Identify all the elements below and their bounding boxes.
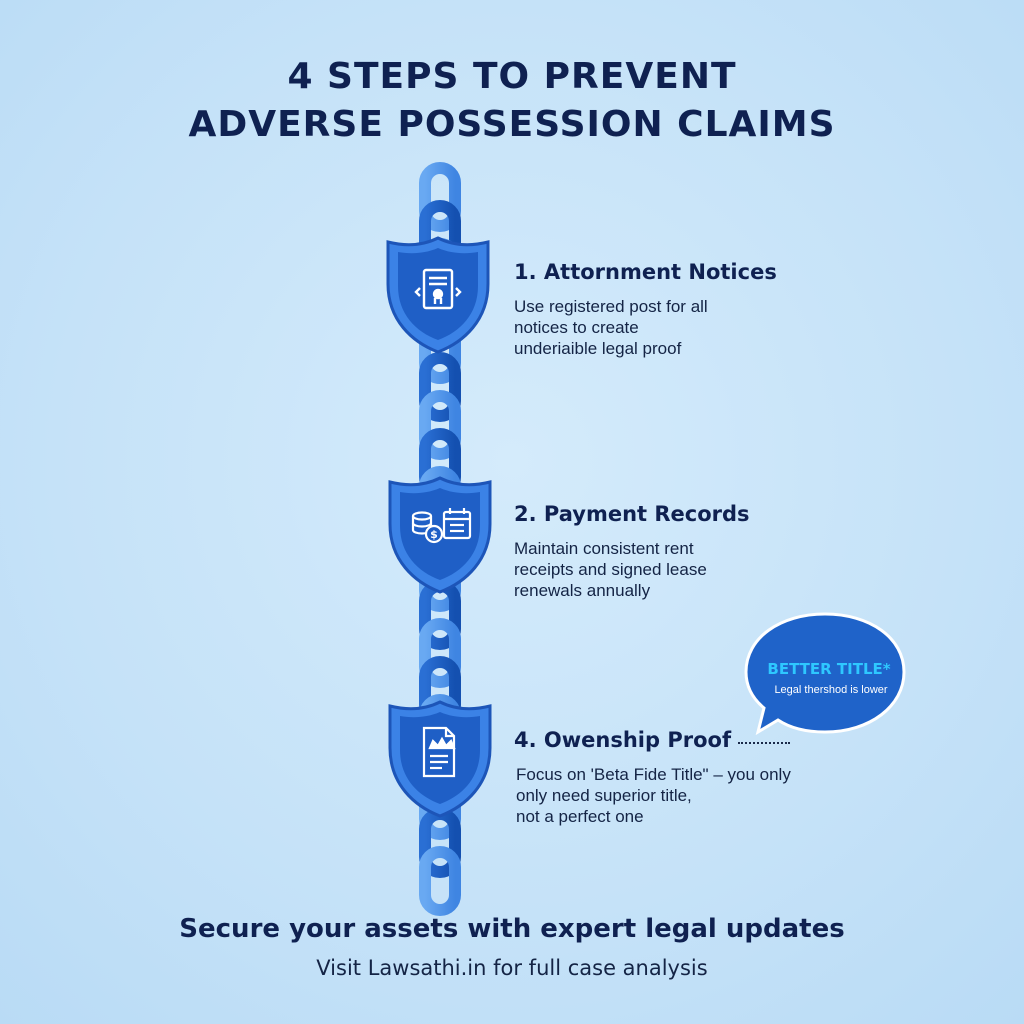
chain-link	[419, 352, 461, 422]
crown-document-icon	[422, 726, 456, 778]
chain-link	[419, 162, 461, 232]
step-2-description: Maintain consistent rent receipts and si…	[514, 538, 707, 601]
step-2-desc-line-1: Maintain consistent rent	[514, 539, 694, 558]
step-1-shield	[386, 236, 490, 354]
callout-leader-line	[738, 742, 790, 746]
step-2-desc-line-3: renewals annually	[514, 581, 651, 600]
svg-text:$: $	[430, 528, 438, 541]
step-1-description: Use registered post for all notices to c…	[514, 296, 708, 359]
document-seal-icon	[414, 268, 462, 310]
page-title-line-2: ADVERSE POSSESSION CLAIMS	[188, 104, 836, 145]
page-title-line-1: 4 STEPS TO PREVENT	[287, 56, 737, 97]
chain-link	[419, 618, 461, 688]
callout-title: BETTER TITLE*	[767, 660, 891, 678]
callout-bubble	[744, 612, 906, 736]
step-3-title: 4. Owenship Proof	[514, 728, 732, 752]
callout-subtitle: Legal thershod is lower	[774, 684, 888, 696]
step-3-description: Focus on 'Beta Fide Title" – you only on…	[516, 764, 791, 827]
step-3-desc-line-3: not a perfect one	[516, 807, 644, 826]
step-1-desc-line-2: notices to create	[514, 318, 639, 337]
step-3-shield	[388, 700, 492, 818]
step-2-shield: $	[388, 476, 492, 594]
footer-headline: Secure your assets with expert legal upd…	[179, 914, 845, 944]
footer-link-text: Visit Lawsathi.in for full case analysis	[316, 956, 708, 980]
step-1-desc-line-1: Use registered post for all	[514, 297, 708, 316]
coins-calendar-icon: $	[411, 508, 472, 544]
step-1-desc-line-3: underiaible legal proof	[514, 339, 682, 358]
step-3-desc-line-2: only need superior title,	[516, 786, 692, 805]
step-1-title: 1. Attornment Notices	[514, 260, 777, 284]
step-3-desc-line-1: Focus on 'Beta Fide Title" – you only	[516, 765, 791, 784]
chain-link	[419, 846, 461, 916]
step-2-desc-line-2: receipts and signed lease	[514, 560, 707, 579]
chain-link	[419, 390, 461, 460]
step-2-title: 2. Payment Records	[514, 502, 750, 526]
